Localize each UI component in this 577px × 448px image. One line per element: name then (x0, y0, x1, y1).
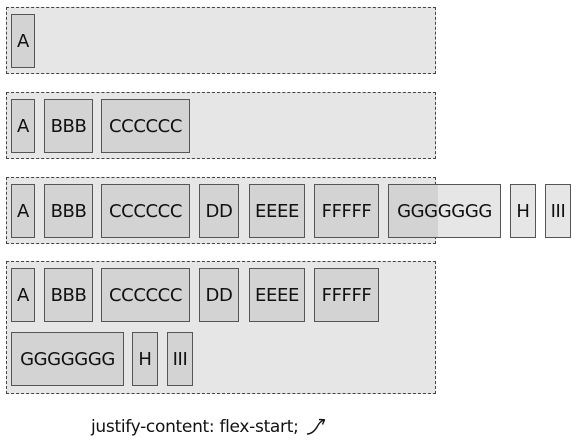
flex-item-h: H (132, 332, 158, 386)
flex-item-dd: DD (199, 268, 239, 322)
flex-item-a: A (11, 184, 35, 238)
flex-item-cccccc: CCCCCC (101, 184, 190, 238)
flex-item-fffff: FFFFF (314, 184, 379, 238)
flex-item-bbb: BBB (44, 184, 93, 238)
flex-item-h: H (510, 184, 536, 238)
flex-item-dd: DD (199, 184, 239, 238)
flex-container-1: A (6, 7, 436, 74)
flex-item-ggggggg: GGGGGGG (388, 184, 501, 238)
flex-item-fffff: FFFFF (314, 268, 379, 322)
flex-container-4: A BBB CCCCCC DD EEEE FFFFF GGGGGGG H III (6, 261, 436, 394)
flex-item-a: A (11, 99, 35, 153)
flex-item-cccccc: CCCCCC (101, 99, 190, 153)
flex-item-a: A (11, 14, 35, 68)
caption: justify-content: flex-start; (91, 417, 327, 437)
caption-text: justify-content: flex-start; (91, 417, 299, 437)
flex-container-2: A BBB CCCCCC (6, 92, 436, 159)
flex-item-iii: III (167, 332, 193, 386)
flex-item-ggggggg: GGGGGGG (11, 332, 124, 386)
flex-item-eeee: EEEE (249, 268, 305, 322)
curved-arrow-icon (306, 418, 325, 435)
flex-item-a: A (11, 268, 35, 322)
flex-item-eeee: EEEE (249, 184, 305, 238)
flex-container-3: A BBB CCCCCC DD EEEE FFFFF GGGGGGG H III (6, 177, 571, 244)
flex-item-cccccc: CCCCCC (101, 268, 190, 322)
flex-item-iii: III (545, 184, 571, 238)
flex-item-bbb: BBB (44, 268, 93, 322)
flex-item-bbb: BBB (44, 99, 93, 153)
